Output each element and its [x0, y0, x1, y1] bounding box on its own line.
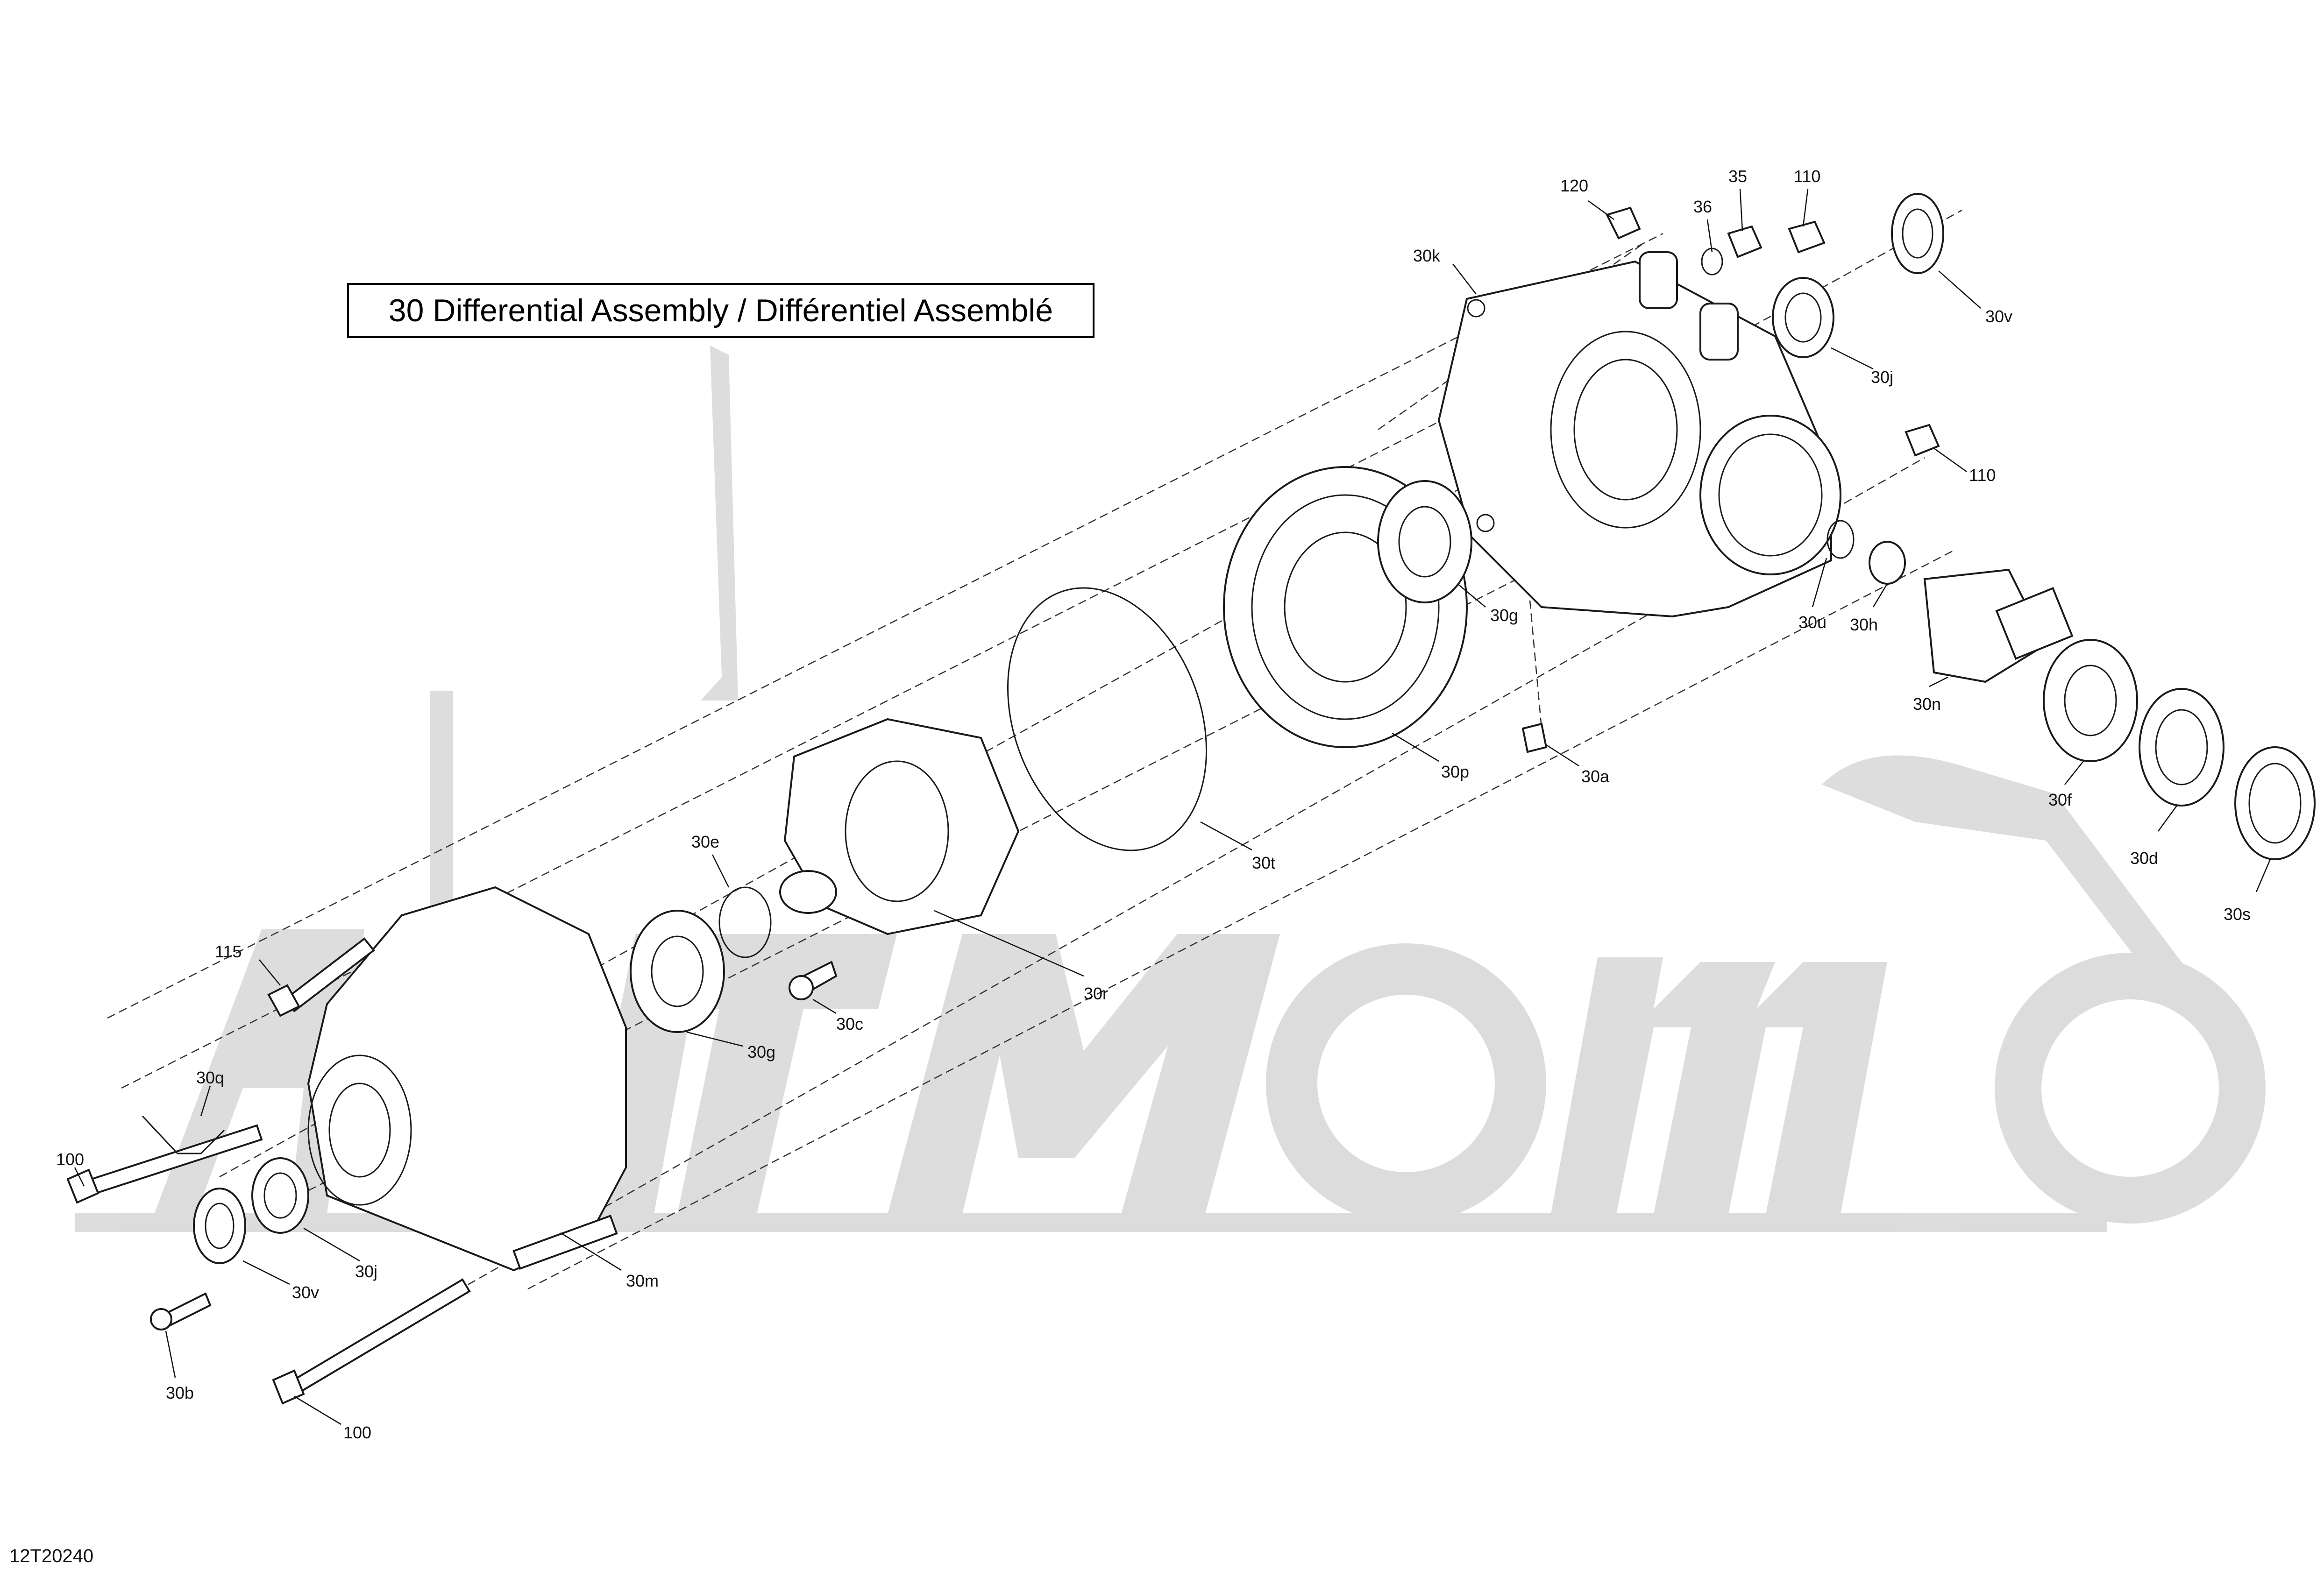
label-36: 36 — [1693, 197, 1712, 216]
o-ring-36 — [1701, 248, 1723, 276]
label-30h: 30h — [1850, 615, 1878, 634]
bolt-100-top — [66, 1124, 263, 1204]
plug-110-top — [1788, 220, 1826, 254]
label-30j-bottom: 30j — [355, 1262, 377, 1281]
label-30g-bottom: 30g — [747, 1042, 775, 1061]
leader-lines — [74, 189, 2271, 1425]
bearing-30f — [2043, 639, 2138, 762]
plug-30a — [1521, 722, 1548, 753]
label-115: 115 — [215, 942, 242, 961]
o-ring-30t — [1007, 587, 1208, 851]
label-30s: 30s — [2224, 905, 2251, 924]
label-30m: 30m — [626, 1271, 659, 1290]
label-30u: 30u — [1798, 613, 1827, 632]
circlip-30u — [1827, 520, 1855, 559]
nut-30d — [2139, 688, 2225, 807]
vent-tube-30q — [142, 1115, 225, 1154]
bearing-30j-bottom — [251, 1157, 309, 1234]
label-30q: 30q — [196, 1068, 224, 1087]
bearing-30j-top — [1772, 277, 1834, 358]
label-30v-bottom: 30v — [292, 1283, 319, 1302]
bearing-30g-top — [1377, 480, 1472, 603]
screw-30b — [150, 1292, 212, 1330]
shim-30e — [718, 886, 772, 958]
illustration-code: 12T20240 — [9, 1546, 94, 1566]
bolt-30c — [789, 961, 838, 1000]
label-30p: 30p — [1441, 762, 1469, 781]
label-110-mid: 110 — [1969, 466, 1996, 485]
diagram-title-text: 30 Differential Assembly / Différentiel … — [388, 293, 1053, 328]
label-100-top: 100 — [56, 1150, 84, 1169]
label-30k: 30k — [1413, 246, 1441, 265]
label-30t: 30t — [1252, 853, 1275, 872]
label-30g-top: 30g — [1490, 606, 1518, 625]
diagram-title: 30 Differential Assembly / Différentiel … — [347, 283, 1094, 338]
label-120: 120 — [1560, 176, 1588, 195]
bolt-100-bottom — [272, 1278, 471, 1405]
label-30j-top: 30j — [1871, 368, 1893, 387]
left-housing-30m — [307, 886, 627, 1272]
label-35: 35 — [1728, 167, 1747, 186]
label-30d: 30d — [2130, 849, 2158, 868]
label-30a: 30a — [1581, 767, 1610, 786]
label-30f: 30f — [2048, 790, 2072, 809]
label-30n: 30n — [1913, 694, 1941, 714]
differential-case-30r — [779, 718, 1020, 935]
plug-35 — [1727, 225, 1763, 258]
right-housing-30k — [1437, 251, 1841, 618]
label-110-top: 110 — [1794, 167, 1820, 186]
label-100-bottom: 100 — [343, 1423, 371, 1442]
bearing-30g-bottom — [630, 910, 725, 1033]
label-30c: 30c — [836, 1014, 863, 1033]
label-30v-top: 30v — [1985, 307, 2012, 326]
plug-120 — [1606, 206, 1641, 240]
oil-seal-30v-top — [1891, 193, 1944, 274]
pinion-30n — [1923, 568, 2074, 683]
bolt-115 — [267, 937, 375, 1017]
oil-seal-30v-bottom — [193, 1188, 246, 1264]
needle-bearing-30h — [1869, 541, 1906, 585]
label-30b: 30b — [166, 1383, 194, 1402]
callout-labels: 120 36 35 110 30k 30v 30j 110 30g 30u 30… — [56, 167, 2251, 1442]
label-30e: 30e — [691, 832, 719, 851]
label-30r: 30r — [1084, 984, 1108, 1003]
oil-seal-30s — [2234, 746, 2316, 860]
plug-110-mid — [1905, 424, 1940, 457]
